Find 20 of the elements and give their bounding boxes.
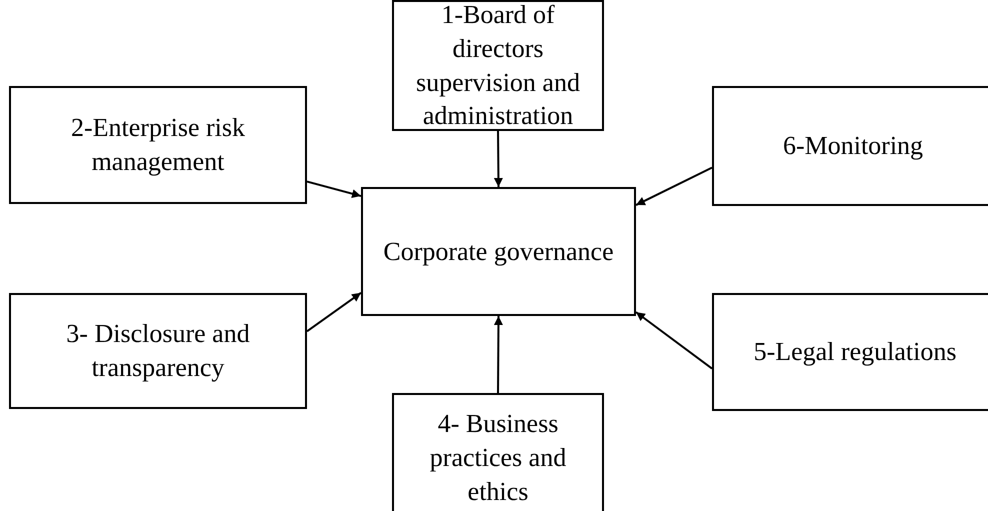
process-box xyxy=(712,86,988,206)
process-box xyxy=(361,187,636,316)
box-label: 2-Enterprise risk management xyxy=(70,112,246,178)
process-box xyxy=(392,393,604,511)
arrow xyxy=(494,316,503,393)
box-label: 6-Monitoring xyxy=(782,130,924,162)
process-box xyxy=(9,86,307,204)
box-label: 3- Disclosure and transparency xyxy=(65,318,251,384)
process-box xyxy=(392,0,604,131)
process-box xyxy=(9,293,307,409)
arrow xyxy=(306,292,362,332)
box-label: 1-Board of directors supervision and administration xyxy=(415,0,581,132)
arrow xyxy=(636,166,712,206)
process-box xyxy=(712,293,988,411)
arrow xyxy=(635,311,713,370)
box-label: 5-Legal regulations xyxy=(754,336,956,368)
arrow xyxy=(306,180,362,198)
box-label: 4- Business practices and ethics xyxy=(428,408,568,508)
box-label: Corporate governance xyxy=(383,236,614,268)
arrow xyxy=(494,130,503,188)
